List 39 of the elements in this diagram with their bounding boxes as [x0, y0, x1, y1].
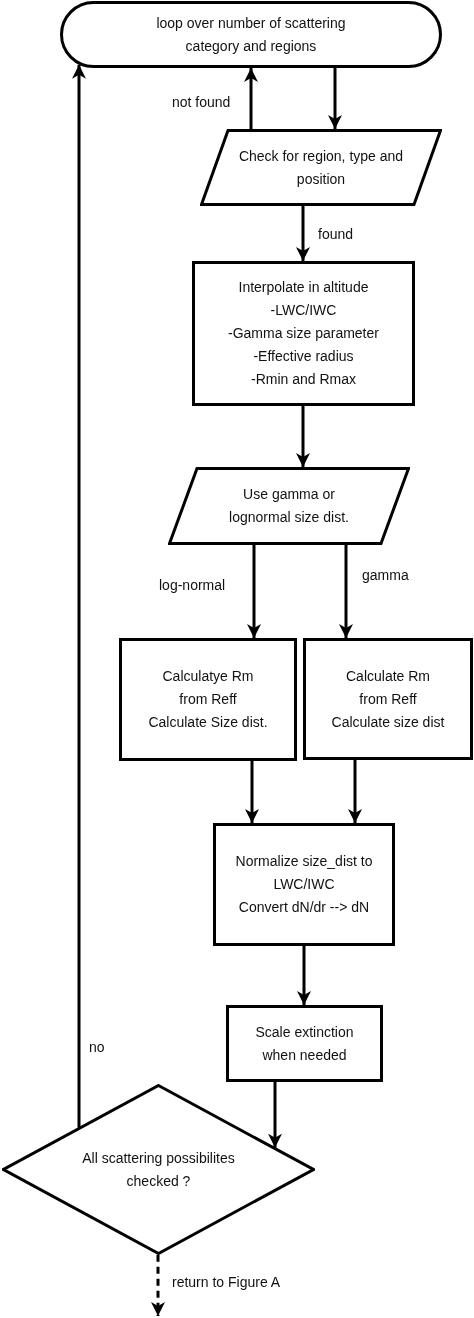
node-text: Calculate Size dist.	[147, 713, 269, 732]
edge-label: log-normal	[159, 577, 226, 594]
node-text: -Rmin and Rmax	[250, 370, 357, 389]
arrow	[72, 64, 86, 1128]
arrow	[296, 206, 310, 261]
input-output-shape	[168, 467, 410, 545]
arrow	[296, 406, 310, 467]
edge-label: return to Figure A	[172, 1274, 281, 1291]
dashed-arrow	[151, 1254, 165, 1316]
process-box	[303, 638, 473, 760]
input-output-shape	[200, 129, 442, 206]
process-box	[213, 823, 395, 946]
node-text: Scale extinction when needed	[254, 1022, 355, 1065]
node-text: Calculate size dist	[330, 712, 446, 732]
node-text: Calculatye Rm from Reff	[161, 667, 255, 709]
node-text: -LWC/IWC	[269, 301, 338, 320]
process-box	[226, 1005, 383, 1082]
arrow	[328, 68, 342, 129]
decision-diamond	[2, 1084, 315, 1255]
node-text: Interpolate in altitude	[237, 278, 370, 297]
node-text: Calculate Rm from Reff	[345, 666, 431, 709]
process-box	[119, 638, 297, 761]
node-text: Use gamma or lognormal size dist.	[228, 485, 350, 527]
terminator-shape	[60, 1, 442, 68]
arrow	[348, 760, 362, 823]
node-text: Convert dN/dr --> dN	[237, 898, 371, 917]
arrow	[244, 68, 258, 129]
node-text: All scattering possibilites checked ?	[81, 1148, 236, 1191]
arrow	[339, 545, 353, 638]
node-text: -Effective radius	[252, 347, 355, 366]
process-box	[192, 261, 415, 406]
arrow	[245, 761, 259, 823]
arrow	[268, 1082, 282, 1148]
arrow	[297, 946, 311, 1005]
node-text: -Gamma size parameter	[227, 324, 380, 343]
node-text: Normalize size_dist to LWC/IWC	[234, 852, 374, 894]
arrow	[247, 545, 261, 638]
node-text: Check for region, type and position	[237, 146, 405, 189]
node-text: loop over number of scattering category and regions	[155, 13, 347, 56]
